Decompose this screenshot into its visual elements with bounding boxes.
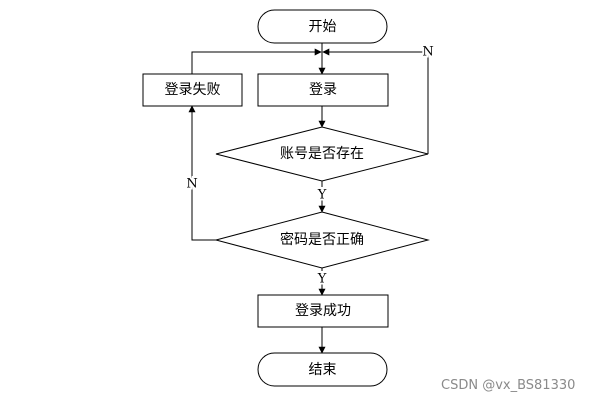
edge-account-no-to-login [322, 48, 429, 154]
end-node-label: 结束 [309, 362, 337, 378]
login-success-node [257, 294, 389, 328]
account-no-label: N [422, 45, 433, 60]
password-no-label: N [186, 177, 197, 192]
edge-password-no-to-fail [188, 105, 216, 241]
login-node-label: 登录 [309, 82, 337, 98]
end-node [257, 352, 388, 387]
account-yes-label: Y [317, 188, 327, 203]
password-check-label: 密码是否正确 [280, 231, 364, 248]
login-success-label: 登录成功 [295, 303, 351, 319]
watermark: CSDN @vx_BS81330 [441, 378, 576, 393]
login-node [257, 73, 389, 107]
start-node-label: 开始 [309, 19, 337, 35]
password-yes-label: Y [317, 272, 327, 287]
login-fail-node-label: 登录失败 [165, 82, 221, 98]
account-check-label: 账号是否存在 [280, 146, 364, 162]
edge-fail-to-login [191, 48, 322, 74]
